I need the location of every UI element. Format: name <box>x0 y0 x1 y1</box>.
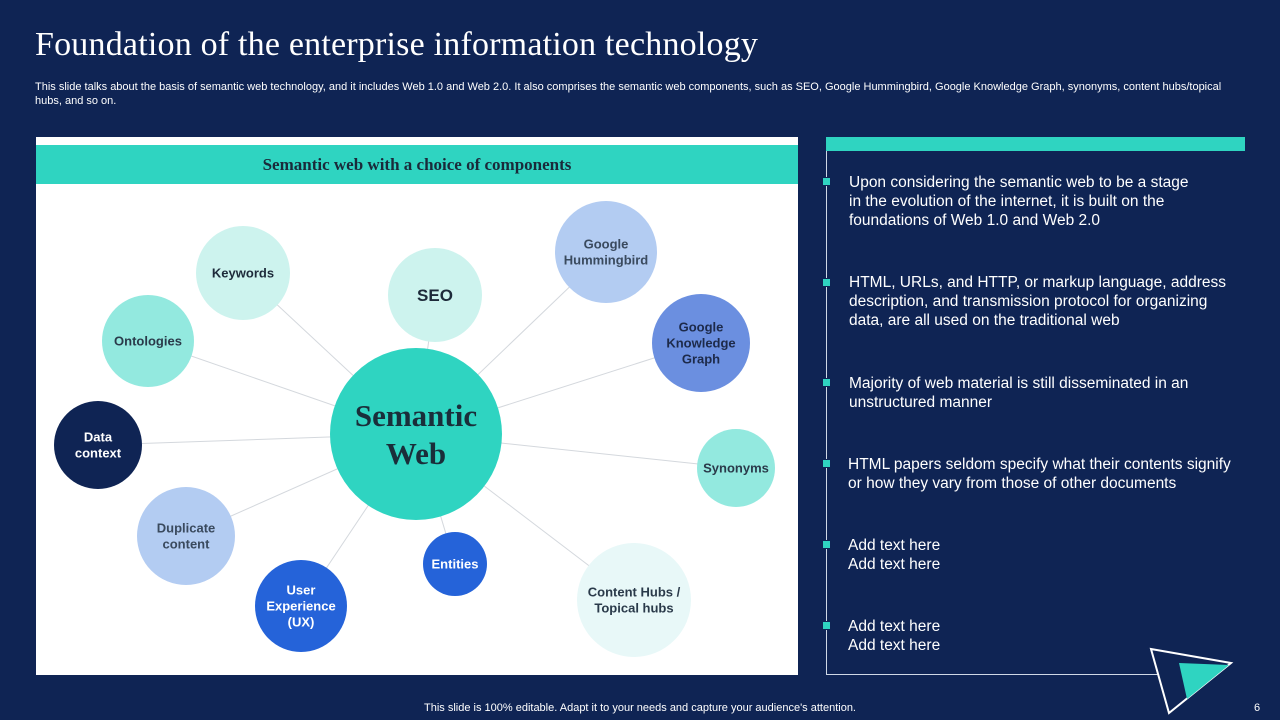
component-label: Hummingbird <box>564 253 649 268</box>
bullet-marker-icon <box>822 278 831 287</box>
component-circle <box>697 429 775 507</box>
component-ontologies: Ontologies <box>102 295 194 387</box>
component-entities: Entities <box>423 532 487 596</box>
footer-note: This slide is 100% editable. Adapt it to… <box>424 702 856 714</box>
component-label: (UX) <box>288 615 315 630</box>
component-label: Google <box>679 320 724 335</box>
component-circle <box>102 295 194 387</box>
bullet-marker-icon <box>822 621 831 630</box>
right-accent-bar <box>826 137 1245 151</box>
center-label: Semantic <box>355 398 477 433</box>
bullet-text-6: Add text here Add text here <box>848 618 941 654</box>
component-label: Keywords <box>212 266 274 281</box>
component-label: Topical hubs <box>594 601 673 616</box>
component-label: Duplicate <box>157 521 216 536</box>
component-content-hubs: Content Hubs /Topical hubs <box>577 543 691 657</box>
diagram-header: Semantic web with a choice of components <box>36 145 798 184</box>
bullet-text-2: HTML, URLs, and HTTP, or markup language… <box>849 274 1227 329</box>
component-label: SEO <box>417 286 453 305</box>
component-label: context <box>75 446 122 461</box>
component-label: User <box>287 583 316 598</box>
arrow-logo-icon <box>1149 647 1234 715</box>
component-label: Content Hubs / <box>588 585 681 600</box>
component-label: Google <box>584 237 629 252</box>
bullet-text-3: Majority of web material is still dissem… <box>849 375 1189 411</box>
component-keywords: Keywords <box>196 226 290 320</box>
component-label: Ontologies <box>114 334 182 349</box>
bullet-marker-icon <box>822 459 831 468</box>
component-circle <box>255 560 347 652</box>
bullet-marker-icon <box>822 177 831 186</box>
component-circle <box>388 248 482 342</box>
component-label: Experience <box>266 599 335 614</box>
component-seo: SEO <box>388 248 482 342</box>
center-label: Web <box>386 436 446 471</box>
component-circle <box>423 532 487 596</box>
right-divider-line <box>826 151 827 675</box>
component-circle <box>196 226 290 320</box>
bullet-marker-icon <box>822 378 831 387</box>
component-label: Graph <box>682 352 720 367</box>
bullet-text-1: Upon considering the semantic web to be … <box>849 174 1189 229</box>
component-label: Data <box>84 430 113 445</box>
page-number: 6 <box>1254 702 1261 714</box>
page-subtitle: This slide talks about the basis of sema… <box>35 81 1222 107</box>
component-label: Knowledge <box>666 336 735 351</box>
bullet-text-4: HTML papers seldom specify what their co… <box>848 456 1231 492</box>
component-circle <box>137 487 235 585</box>
component-label: Synonyms <box>703 461 769 476</box>
center-circle <box>330 348 502 520</box>
component-circle <box>577 543 691 657</box>
right-bottom-line <box>826 674 1166 675</box>
component-label: content <box>163 537 211 552</box>
component-circle <box>652 294 750 392</box>
component-circle <box>555 201 657 303</box>
page-title: Foundation of the enterprise information… <box>35 26 759 63</box>
bullet-marker-icon <box>822 540 831 549</box>
semantic-web-diagram: SEOGoogleHummingbirdGoogleKnowledgeGraph… <box>54 201 775 657</box>
component-label: Entities <box>432 557 479 572</box>
component-synonyms: Synonyms <box>697 429 775 507</box>
bullet-text-5: Add text here Add text here <box>848 537 941 573</box>
component-circle <box>54 401 142 489</box>
